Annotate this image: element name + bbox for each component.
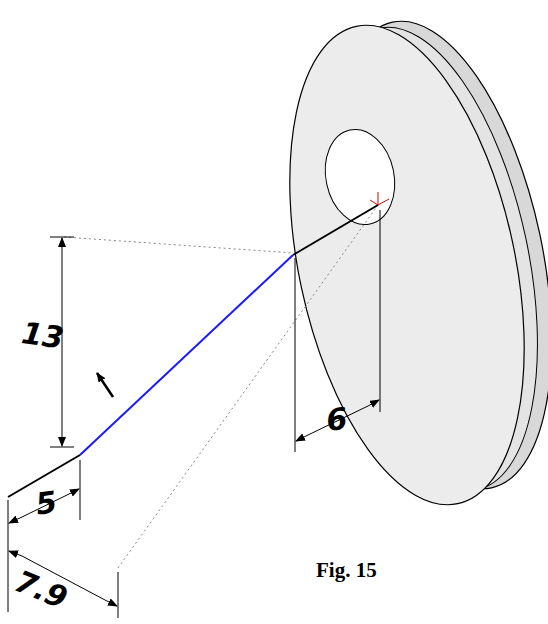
origin-marker: [370, 192, 389, 205]
dimension-value: 5: [34, 487, 59, 520]
dimension-value: 7.9: [11, 566, 72, 614]
dimension-lines: [8, 210, 380, 618]
direction-arrow: [97, 373, 113, 397]
construction-line: [64, 205, 378, 568]
cord-segment: [293, 205, 378, 255]
pulley-body: [251, 1, 548, 526]
dimension-value: 13: [20, 318, 66, 354]
figure-caption: Fig. 15: [316, 560, 377, 581]
dimension-value: 6: [325, 404, 349, 436]
cord-segment: [80, 255, 293, 455]
